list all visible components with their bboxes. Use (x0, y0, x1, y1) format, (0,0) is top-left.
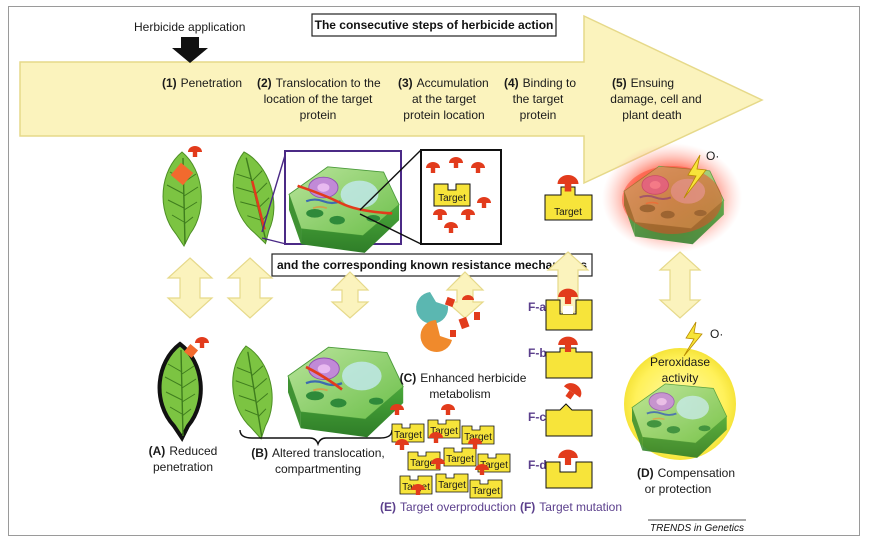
step-1-line-1: Penetration (181, 76, 242, 90)
resistance-title: and the corresponding known resistance m… (277, 258, 587, 272)
peroxidase-line-1: Peroxidase (650, 355, 710, 369)
bound-target: Target (544, 175, 593, 221)
mechanism-d-line-1: (D)Compensation (637, 466, 735, 480)
resistance-box (271, 253, 593, 277)
target-overproduced (469, 479, 503, 499)
target-zoom-lines (359, 149, 422, 245)
target-label-overproduced: Target (472, 486, 500, 497)
plant-cell-icon (287, 165, 401, 254)
lightning-icon-d (683, 321, 703, 357)
mechanism-a-line-2: penetration (153, 460, 213, 474)
step-3: (3) Accumulation at the target protein lo… (398, 76, 489, 122)
svg-text:(1)Penetration: (1) Penetration (162, 76, 242, 90)
target-label-overproduced: Target (410, 458, 438, 469)
step-3-line-2: at the target (412, 92, 477, 106)
target-label-4: Target (554, 207, 582, 218)
target-label-overproduced: Target (438, 480, 466, 491)
step-2: (2) Translocation to the location of the … (257, 76, 381, 122)
peroxidase-line-2: activity (662, 371, 699, 385)
step-4-line-2: the target (513, 92, 564, 106)
step-4-line-1: Binding to (523, 76, 577, 90)
svg-text:(4)Binding to: (4) Binding to (504, 76, 576, 90)
step-1-number: (1) (162, 76, 177, 90)
target-label-3: Target (438, 193, 466, 204)
herbicide-icon-a (195, 337, 209, 348)
step-5-line-3: plant death (622, 108, 681, 122)
metabolism-icon (416, 292, 480, 352)
leaf-penetration-icon (162, 151, 203, 247)
target-label-overproduced: Target (464, 432, 492, 443)
svg-text:(3)Accumulation: (3) Accumulation (398, 76, 489, 90)
bracket-b (239, 429, 393, 447)
mutation-fd-label: F-d (528, 458, 547, 472)
thick-cuticle-leaf-icon (157, 341, 203, 442)
mechanism-b-line-1: (B)Altered translocation, (251, 446, 384, 460)
step-4: (4) Binding to the target protein (504, 76, 576, 122)
step-4-line-3: protein (520, 108, 557, 122)
zoom-lines (261, 151, 287, 245)
radical-label-top: O· (706, 149, 719, 163)
application-arrow-icon (172, 37, 208, 63)
mechanism-a-line-1: (A)Reduced (149, 444, 218, 458)
steps-arrow (19, 14, 764, 185)
step-5-line-1: Ensuing (631, 76, 674, 90)
mechanism-d-line-2: or protection (645, 482, 712, 496)
main-title: The consecutive steps of herbicide actio… (315, 18, 554, 32)
mechanism-b-line-2: compartmenting (275, 462, 361, 476)
svg-text:(2)Translocation to the: (2) Translocation to the (257, 76, 381, 90)
step-3-line-3: protein location (403, 108, 484, 122)
step-2-line-2: location of the target (264, 92, 373, 106)
step-3-line-1: Accumulation (417, 76, 489, 90)
radical-label-bottom: O· (710, 327, 723, 341)
target-label-overproduced: Target (480, 460, 508, 471)
lightning-icon (683, 154, 707, 199)
target-overproduced (443, 447, 477, 467)
target-label-overproduced: Target (446, 454, 474, 465)
step-3-number: (3) (398, 76, 413, 90)
herbicide-icon (188, 146, 202, 157)
target-protein-accumulation: Target (433, 183, 471, 207)
leaf-translocation-icon (224, 147, 284, 249)
step-5-number: (5) (612, 76, 627, 90)
compartment-cell-icon (286, 346, 405, 439)
step-2-line-3: protein (300, 108, 337, 122)
mutation-fa-label: F-a (528, 300, 546, 314)
target-overproduced (407, 451, 441, 471)
mutation-fc-label: F-c (528, 410, 546, 424)
journal-credit: TRENDS in Genetics (650, 523, 744, 534)
step-4-number: (4) (504, 76, 519, 90)
mutation-variants: F-a F-b F-c F-d (528, 288, 593, 489)
title-box (311, 13, 557, 37)
step-1: (1) Penetration (162, 76, 242, 90)
target-overproduced (435, 473, 469, 493)
target-label-overproduced: Target (430, 426, 458, 437)
application-label: Herbicide application (134, 20, 245, 34)
step-2-line-1: Translocation to the (276, 76, 381, 90)
mutation-fb-label: F-b (528, 346, 547, 360)
mechanism-c-line-1: (C)Enhanced herbicide (400, 371, 527, 385)
mechanism-e-label: (E)Target overproduction (380, 500, 516, 514)
svg-text:(5)Ensuing: (5) Ensuing (612, 76, 674, 90)
mechanism-f-label: (F)Target mutation (520, 500, 622, 514)
step-5-line-2: damage, cell and (610, 92, 701, 106)
step-5: (5) Ensuing damage, cell and plant death (610, 76, 701, 122)
target-label-overproduced: Target (394, 430, 422, 441)
mechanism-c-line-2: metabolism (429, 387, 490, 401)
figure-border (8, 6, 860, 536)
herbicide-icon (441, 404, 455, 415)
step-2-number: (2) (257, 76, 272, 90)
leaf-altered-icon (226, 342, 279, 443)
